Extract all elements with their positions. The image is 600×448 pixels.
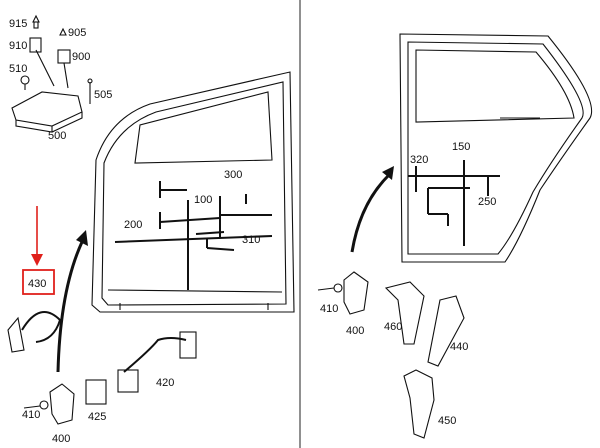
label-450: 450 (438, 415, 456, 427)
label-400-rear: 400 (346, 325, 364, 337)
label-410-front: 410 (22, 409, 40, 421)
label-905: 905 (68, 27, 86, 39)
label-310: 310 (242, 234, 260, 246)
label-440: 440 (450, 341, 468, 353)
label-915: 915 (9, 18, 27, 30)
label-400-front: 400 (52, 433, 70, 445)
label-900: 900 (72, 51, 90, 63)
rear-door (399, 33, 593, 263)
label-425: 425 (88, 411, 106, 423)
label-300: 300 (224, 169, 242, 181)
label-420: 420 (156, 377, 174, 389)
label-430: 430 (28, 278, 46, 290)
label-510: 510 (9, 63, 27, 75)
rear-door-harness (408, 160, 500, 246)
label-410-rear: 410 (320, 303, 338, 315)
control-unit-group (11, 14, 93, 133)
front-door (91, 71, 295, 313)
label-500: 500 (48, 130, 66, 142)
label-910: 910 (9, 40, 27, 52)
label-150: 150 (452, 141, 470, 153)
right-pointer-arrow (350, 174, 390, 253)
highlight-box-430 (22, 269, 55, 295)
label-460: 460 (384, 321, 402, 333)
label-250: 250 (478, 196, 496, 208)
rear-door-parts (317, 271, 465, 439)
label-320: 320 (410, 154, 428, 166)
front-door-harness (114, 181, 273, 290)
front-door-parts (7, 311, 197, 425)
label-505: 505 (94, 89, 112, 101)
label-200: 200 (124, 219, 142, 231)
label-100: 100 (194, 194, 212, 206)
left-pointer-arrow (56, 241, 84, 373)
